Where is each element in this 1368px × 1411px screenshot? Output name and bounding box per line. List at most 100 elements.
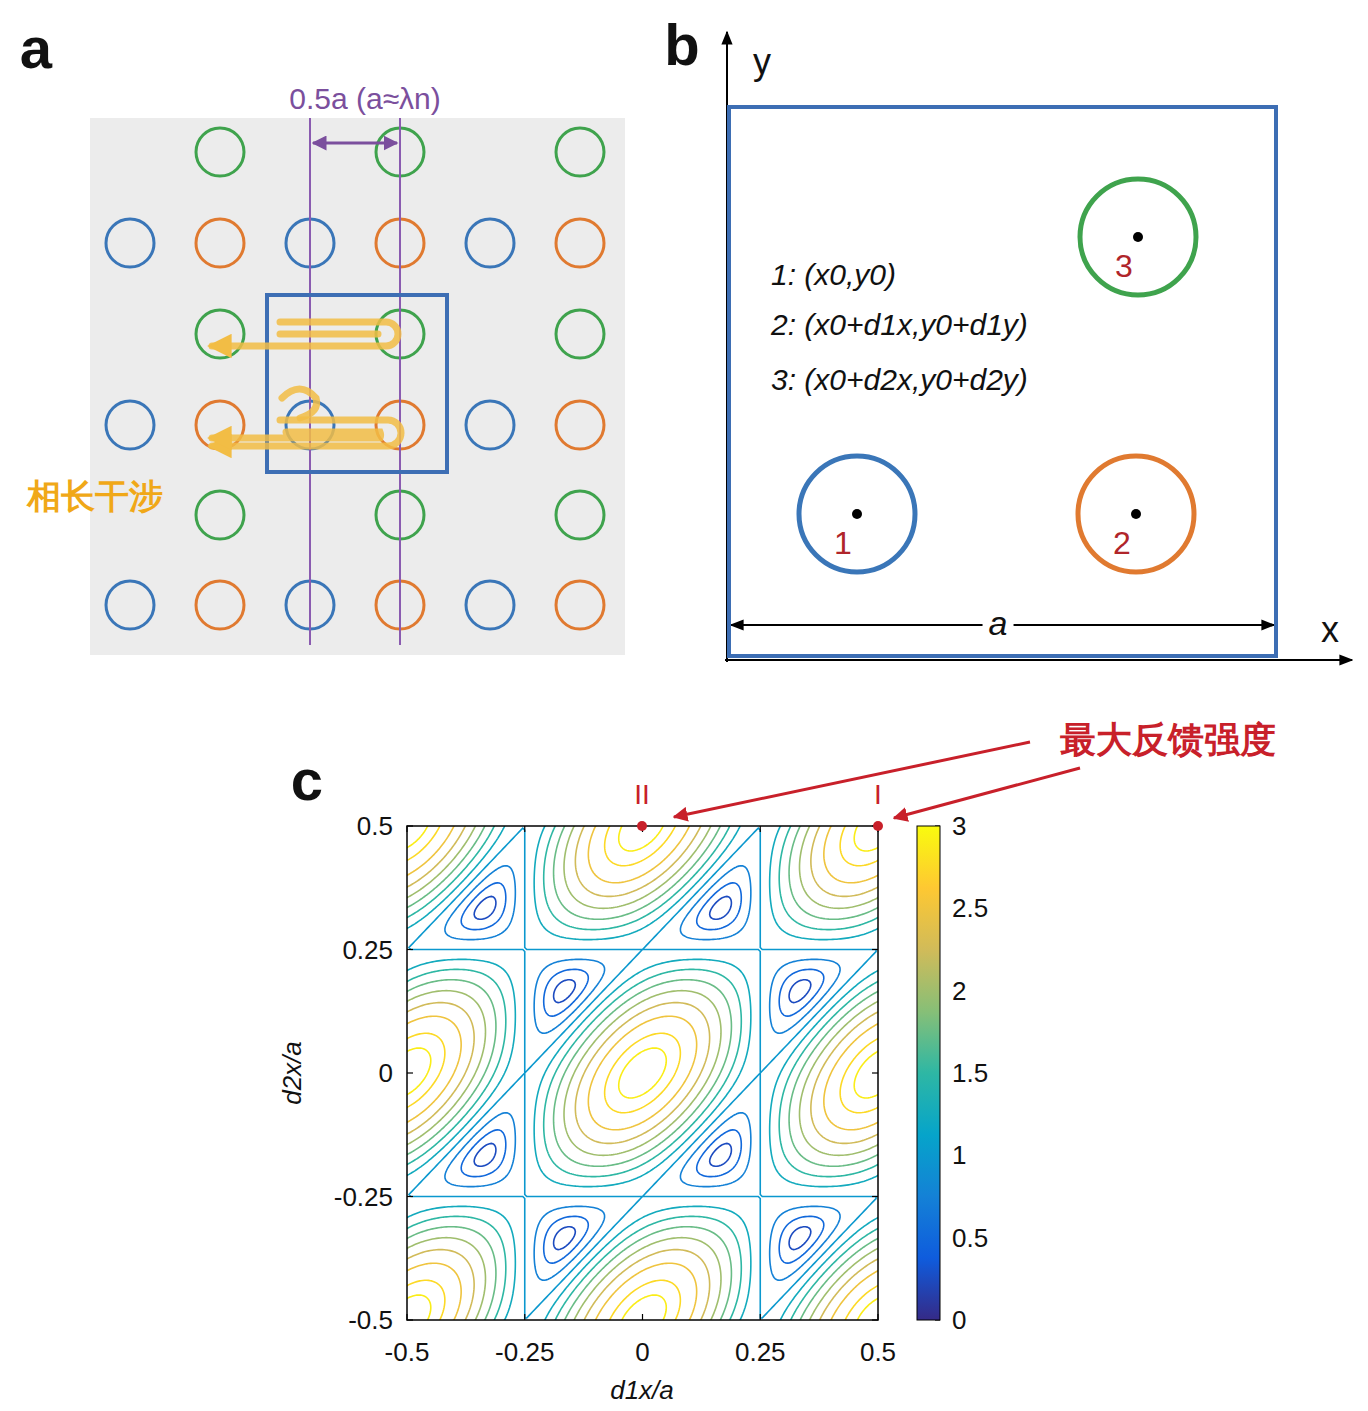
leader-arrow	[674, 742, 1030, 817]
callout-number: 1	[834, 526, 852, 561]
scatterer-circle	[466, 581, 514, 629]
tick-label: -0.25	[495, 1338, 554, 1367]
center-dot	[1131, 509, 1141, 519]
panel-letter: b	[664, 13, 699, 77]
tick	[407, 1196, 413, 1197]
circle-outline	[799, 456, 915, 572]
panel-letter: c	[291, 748, 323, 812]
annotation: 相长干涉	[27, 478, 163, 515]
tick	[406, 826, 407, 832]
tick	[642, 1314, 643, 1320]
coordinate-text: 3: (x0+d2x,y0+d2y)	[771, 363, 1028, 396]
tick	[872, 949, 878, 950]
axis-label: y	[753, 42, 771, 82]
circle-outline	[795, 452, 919, 576]
tick-label: 2.5	[952, 894, 988, 923]
tick-label: 0	[379, 1059, 393, 1088]
scatterer-circle	[196, 310, 244, 358]
contour-line	[407, 826, 878, 1320]
tick-label: -0.5	[348, 1306, 393, 1335]
tick	[524, 826, 525, 832]
scatterer-circle	[556, 581, 604, 629]
tick-label: -0.5	[385, 1338, 430, 1367]
scatterer-circle: 3	[1076, 175, 1200, 299]
circle-outline	[1076, 175, 1200, 299]
contour-line	[407, 826, 878, 1320]
contour-line	[407, 826, 878, 1320]
axis-title: d1x/a	[610, 1376, 674, 1405]
tick	[877, 1314, 878, 1320]
tick	[407, 1072, 413, 1073]
tick	[872, 1196, 878, 1197]
max-point	[873, 821, 883, 831]
scatterer-circle: 1	[795, 452, 919, 576]
unit-cell-box: 1: (x0,y0) 2: (x0+d1x,y0+d1y) 3: (x0+d2x,y…	[727, 105, 1278, 658]
scatterer-circle	[556, 491, 604, 539]
dimension-label: 0.5a (a≈λn)	[289, 82, 441, 115]
tick	[407, 1319, 413, 1320]
contour-line	[407, 826, 878, 1320]
tick-label: 0.5	[357, 812, 393, 841]
dimension-label: a	[983, 605, 1014, 642]
plot-frame	[407, 826, 878, 1320]
tick	[407, 825, 413, 826]
callout-number: 2	[1113, 526, 1131, 561]
scatterer-circle	[556, 310, 604, 358]
coordinate-text: 1: (x0,y0)	[771, 258, 896, 291]
contour-line	[407, 826, 878, 1320]
leader-arrow	[894, 768, 1080, 818]
x-axis	[725, 659, 1352, 661]
circle-outline	[1074, 452, 1198, 576]
scatterer-circle	[556, 219, 604, 267]
tick	[407, 949, 413, 950]
circle-outline	[1080, 179, 1196, 295]
scatterer-circle	[556, 401, 604, 449]
center-dot	[1133, 232, 1143, 242]
tick	[524, 1314, 525, 1320]
contour-line	[407, 826, 878, 1320]
scatterer-circle	[196, 219, 244, 267]
contour-line	[407, 826, 878, 1320]
tick-label: 0.25	[735, 1338, 786, 1367]
scatterer-circle	[196, 581, 244, 629]
annotation: 最大反馈强度	[1060, 720, 1276, 760]
scatterer-circle	[466, 401, 514, 449]
contour-line	[407, 826, 878, 1320]
coordinate-text: 2: (x0+d1x,y0+d1y)	[771, 308, 1028, 341]
tick-label: 2	[952, 976, 966, 1005]
scatterer-circle	[106, 401, 154, 449]
callout-number: 3	[1115, 249, 1133, 284]
guide-line	[309, 118, 311, 645]
dimension-arrow	[313, 142, 397, 145]
scatterer-circle	[466, 219, 514, 267]
lattice-ground	[90, 118, 625, 655]
feedback-paths	[212, 322, 401, 446]
tick-label: 0	[952, 1306, 966, 1335]
tick	[872, 1072, 878, 1073]
tick	[872, 1319, 878, 1320]
contour-line	[407, 826, 878, 1320]
scatterer-circle	[106, 581, 154, 629]
circle-outline	[1078, 456, 1194, 572]
axis-title: d2x/a	[278, 1041, 307, 1105]
colorbar	[917, 826, 940, 1320]
point-label: II	[634, 780, 650, 811]
tick	[760, 1314, 761, 1320]
panel-letter: a	[20, 16, 52, 80]
scatterer-circle: 2	[1074, 452, 1198, 576]
point-label: I	[874, 780, 882, 811]
tick-label: 1.5	[952, 1059, 988, 1088]
center-dot	[852, 509, 862, 519]
tick-label: 0	[635, 1338, 649, 1367]
scatterer-circle	[196, 128, 244, 176]
axis-label: x	[1321, 610, 1339, 650]
scatterer-circle	[106, 219, 154, 267]
tick-label: 0.5	[952, 1223, 988, 1252]
contour-line	[407, 826, 878, 1320]
contour-line	[407, 826, 878, 1320]
tick-label: 0.25	[342, 935, 393, 964]
max-point	[637, 821, 647, 831]
tick	[406, 1314, 407, 1320]
